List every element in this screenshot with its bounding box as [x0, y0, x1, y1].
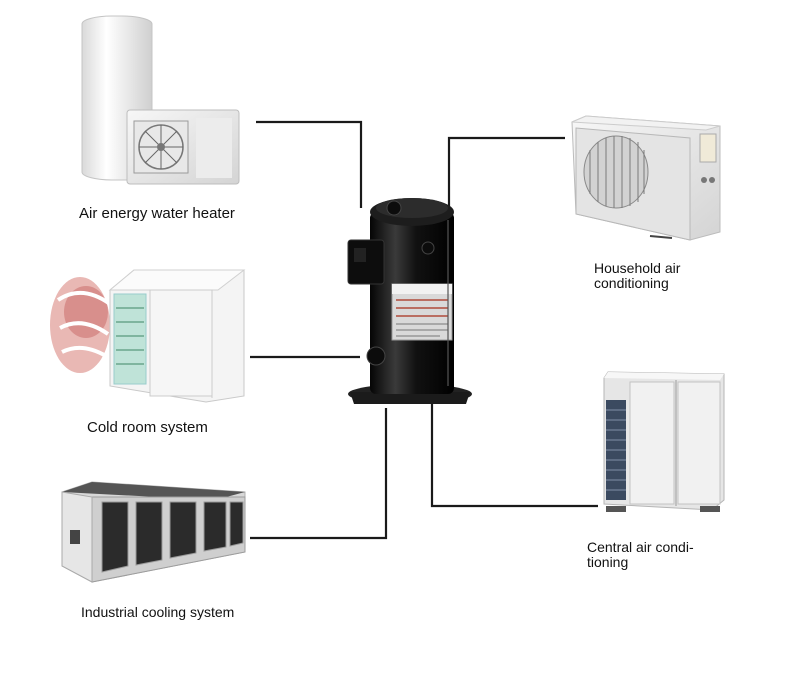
label-household-air-conditioning: Household air conditioning [594, 261, 714, 290]
scroll-compressor-icon [347, 198, 472, 404]
industrial-chiller-icon [61, 481, 246, 583]
ac-outdoor-unit-icon [571, 115, 721, 241]
label-central-line1: Central air condi- [587, 539, 694, 555]
label-household-line1: Household air [594, 260, 681, 276]
vrf-outdoor-unit-icon [603, 371, 725, 512]
label-central-air-conditioning: Central air condi- tioning [587, 540, 727, 569]
label-air-energy-water-heater: Air energy water heater [79, 205, 235, 222]
cold-room-icon [50, 269, 246, 403]
label-industrial-cooling-system: Industrial cooling system [81, 604, 235, 620]
label-cold-room-system: Cold room system [87, 419, 208, 436]
water-heater-icon [81, 15, 240, 185]
label-household-line2: conditioning [594, 274, 669, 291]
label-central-line2: tioning [587, 553, 629, 570]
connector-household-ac [447, 136, 565, 208]
connector-industrial [250, 408, 388, 540]
connector-lines [250, 120, 598, 540]
connector-central-ac [430, 404, 598, 508]
connector-water-heater [256, 120, 363, 208]
